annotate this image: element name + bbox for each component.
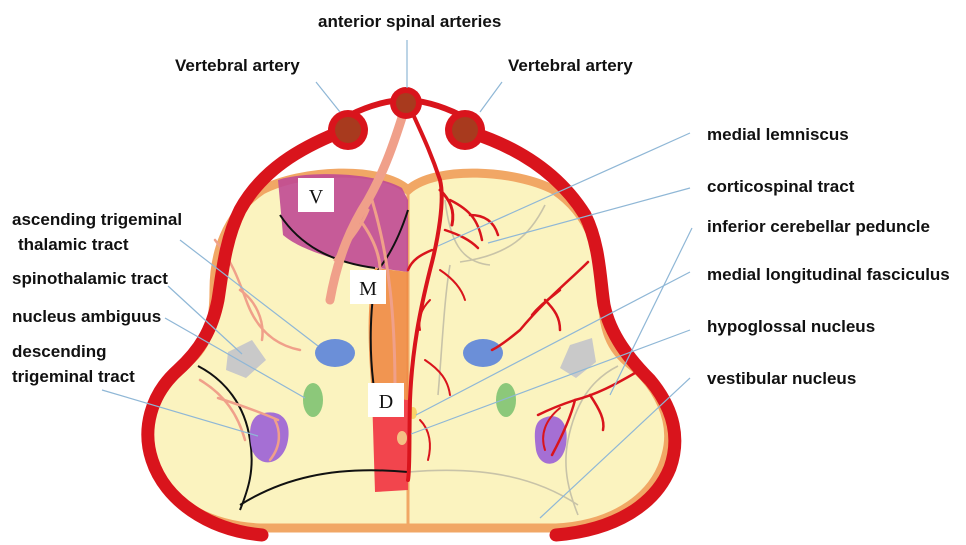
territory-d-label: D bbox=[379, 391, 393, 413]
nucleus-ambiguus-right bbox=[496, 383, 516, 417]
label-descending-2: trigeminal tract bbox=[12, 367, 135, 386]
label-nucleus-ambiguus: nucleus ambiguus bbox=[12, 307, 161, 326]
spinothalamic-nucleus-left bbox=[315, 339, 355, 367]
label-ascending-trigeminal-2: thalamic tract bbox=[18, 235, 129, 254]
label-vestibular-nucleus: vestibular nucleus bbox=[707, 369, 856, 388]
label-corticospinal-tract: corticospinal tract bbox=[707, 177, 855, 196]
label-inferior-cerebellar-peduncle: inferior cerebellar peduncle bbox=[707, 217, 930, 236]
territory-v-label: V bbox=[309, 186, 324, 208]
label-descending-1: descending bbox=[12, 342, 106, 361]
label-medial-longitudinal-fasciculus: medial longitudinal fasciculus bbox=[707, 265, 950, 284]
label-vertebral-artery-left: Vertebral artery bbox=[175, 56, 300, 75]
territory-m-label: M bbox=[359, 278, 377, 300]
label-ascending-trigeminal-1: ascending trigeminal bbox=[12, 210, 182, 229]
nucleus-ambiguus-left bbox=[303, 383, 323, 417]
spinothalamic-nucleus-right bbox=[463, 339, 503, 367]
label-medial-lemniscus: medial lemniscus bbox=[707, 125, 849, 144]
label-hypoglossal-nucleus: hypoglossal nucleus bbox=[707, 317, 875, 336]
hypoglossal-nucleus bbox=[397, 431, 407, 445]
label-anterior-spinal-arteries: anterior spinal arteries bbox=[318, 12, 501, 31]
label-spinothalamic-tract: spinothalamic tract bbox=[12, 269, 168, 288]
label-vertebral-artery-right: Vertebral artery bbox=[508, 56, 633, 75]
